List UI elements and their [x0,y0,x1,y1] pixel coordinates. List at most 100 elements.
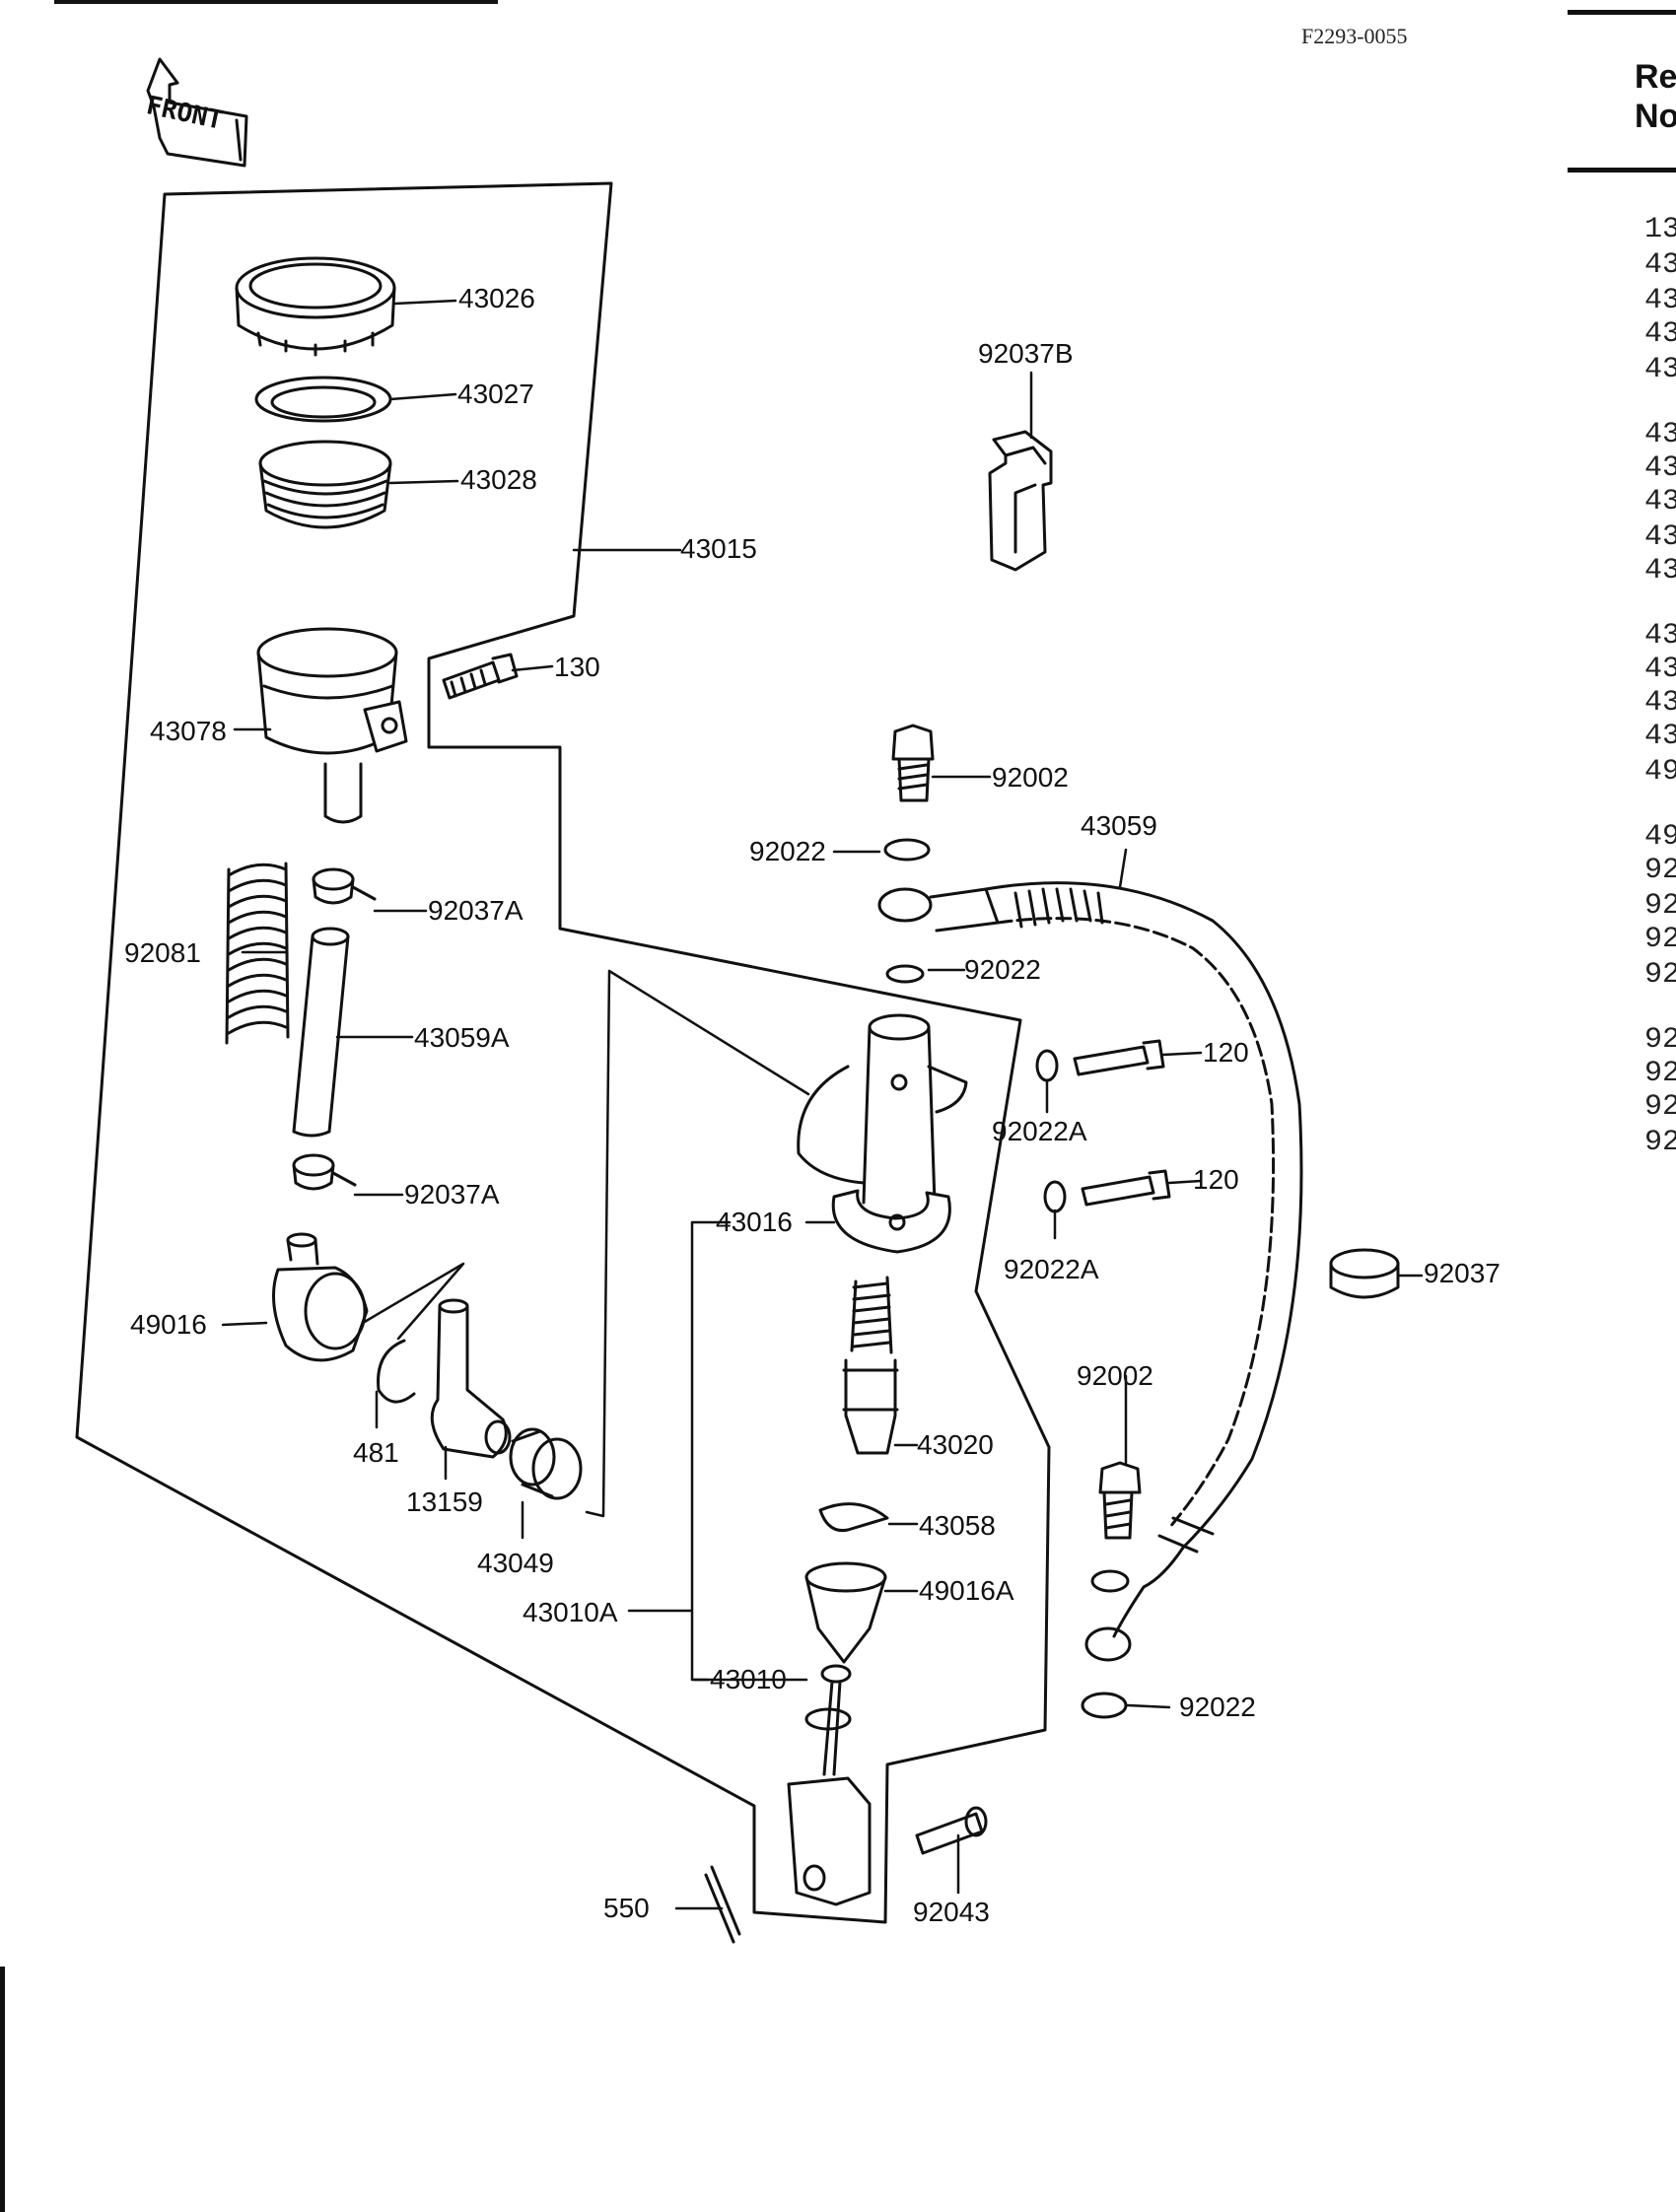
part-label-92022A-lower: 92022A [1004,1254,1099,1284]
part-label-550: 550 [603,1893,650,1923]
washer-middle-part [885,964,925,984]
part-label-43059A: 43059A [414,1022,510,1053]
ref-table-header: Re No [1635,57,1676,136]
assembly-outline [75,181,1051,1924]
ref-number-cell: 92 [1644,1057,1676,1090]
ref-number-cell: 43 [1644,720,1676,753]
part-label-120-upper: 120 [1203,1037,1249,1068]
dust-boot-part [509,1427,583,1500]
page-edge-bar [0,1967,5,2212]
part-label-43026: 43026 [458,283,535,313]
boot-cup-part [804,1561,887,1664]
push-rod-part [787,1664,872,1906]
part-label-92022-upper: 92022 [749,836,826,866]
washer-lower-a-part [1090,1569,1130,1593]
part-label-43016: 43016 [716,1207,793,1237]
elbow-fitting-part [430,1298,512,1459]
washer-lower-b-part [1081,1692,1128,1719]
ref-table-header-rule [1568,168,1676,173]
ref-number-cell: 92 [1644,958,1676,992]
part-label-49016: 49016 [130,1309,207,1340]
part-label-43028: 43028 [460,464,537,495]
master-cylinder-body-part [797,1013,968,1254]
ref-number-cell: 49 [1644,820,1676,854]
part-label-43010A: 43010A [523,1597,618,1627]
diaphragm-plate-part [258,440,392,529]
part-label-92037: 92037 [1424,1258,1501,1288]
ref-number-cell: 43 [1644,485,1676,518]
ref-number-cell: 92 [1644,1126,1676,1159]
ref-number-cell: 92 [1644,889,1676,923]
piston-stop-clip-part [818,1502,889,1533]
leader-lines [221,299,1424,1910]
grommet-part [1329,1248,1400,1299]
ref-header-line-1: Re [1635,58,1676,96]
reservoir-tank-part [256,627,408,824]
ref-number-cell: 43 [1644,317,1676,351]
ref-number-cell: 43 [1644,248,1676,282]
bleed-bolt-upper-part [891,724,935,802]
clevis-pin-part [915,1806,988,1855]
part-label-92022-middle: 92022 [964,954,1041,985]
part-label-92022A-upper: 92022A [992,1116,1087,1146]
part-label-92022-lower: 92022 [1179,1692,1256,1722]
ref-table-top-rule [1568,10,1676,15]
part-label-13159: 13159 [406,1486,483,1517]
ref-number-cell: 92 [1644,1023,1676,1057]
part-label-43020: 43020 [917,1429,994,1460]
part-label-92037A-lower: 92037A [404,1179,500,1210]
ref-number-cell: 43 [1644,619,1676,653]
part-label-43027: 43027 [457,379,534,409]
ref-number-cell: 49 [1644,755,1676,789]
part-label-130: 130 [554,652,600,682]
circlip-part [377,1339,416,1404]
ref-number-cell: 43 [1644,554,1676,588]
hose-clamp-bracket-part [988,430,1053,572]
part-label-92037B: 92037B [978,338,1074,369]
part-label-43015: 43015 [680,533,757,564]
ref-number-cell: 43 [1644,284,1676,317]
ref-number-cell: 43 [1644,451,1676,485]
diagram-code: F2293-0055 [1301,24,1408,48]
ref-number-cell: 43 [1644,418,1676,451]
part-label-92081: 92081 [124,937,201,968]
part-label-92037A-upper: 92037A [428,895,524,926]
part-label-481: 481 [353,1437,399,1468]
part-label-43059: 43059 [1081,810,1157,841]
ref-number-cell: 92 [1644,854,1676,887]
part-label-43010: 43010 [710,1664,787,1694]
part-label-120-lower: 120 [1193,1164,1239,1195]
ref-number-cell: 92 [1644,923,1676,956]
top-rule [54,0,498,4]
hose-fitting-part [272,1232,369,1362]
piston-assembly-part [842,1276,899,1455]
ref-header-line-2: No [1635,98,1676,135]
ref-number-cell: 43 [1644,520,1676,554]
ref-number-cell: 43 [1644,686,1676,720]
part-label-43058: 43058 [919,1510,996,1541]
cotter-pin-part [704,1865,741,1944]
hose-clip-part-upper [312,867,377,905]
reservoir-cap-part [235,256,396,357]
part-label-92002-lower: 92002 [1077,1360,1153,1391]
banjo-bolt-upper-part [1035,1039,1165,1082]
part-label-43049: 43049 [477,1548,554,1578]
part-label-92043: 92043 [913,1897,990,1927]
spring-part [225,862,290,1045]
ref-number-cell: 92 [1644,1090,1676,1124]
part-label-92002-upper: 92002 [992,762,1069,793]
diaphragm-part [254,376,392,423]
part-label-43078: 43078 [150,716,227,746]
ref-number-cell: 13 [1644,213,1676,246]
bleed-bolt-lower-part [1098,1461,1142,1540]
front-arrow-icon [146,57,248,168]
part-label-49016A: 49016A [919,1575,1014,1606]
washer-upper-part [883,838,931,862]
bolt-130-part [442,653,519,700]
brake-hose-part [877,881,1303,1662]
inner-outline [585,969,810,1518]
banjo-bolt-lower-part [1043,1169,1171,1213]
reservoir-hose-part [292,927,350,1138]
